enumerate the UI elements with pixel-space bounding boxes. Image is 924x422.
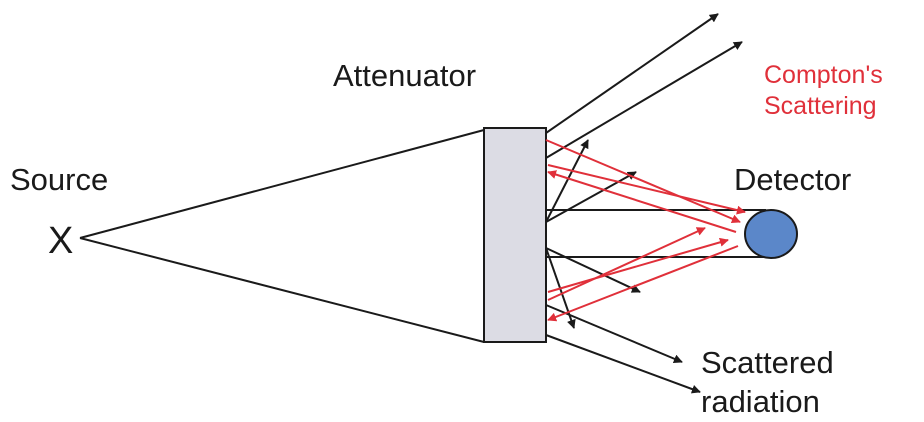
compton-ray-upper-mid xyxy=(547,164,746,215)
scattered-rays xyxy=(545,13,743,394)
compton-ray-upper-in xyxy=(545,139,741,223)
escaping-ray-upper-1 xyxy=(545,13,719,134)
scatter-ray-a xyxy=(545,139,589,223)
compton-ray-lower-in xyxy=(547,245,739,322)
compton-label-line2: Scattering xyxy=(764,92,877,120)
scatter-ray-b xyxy=(545,171,637,223)
detector-collimator xyxy=(546,209,766,258)
compton-rays xyxy=(545,139,746,322)
compton-ray-lower-mid xyxy=(547,237,729,293)
escaping-ray-upper-2 xyxy=(545,41,743,159)
compton-label-line1: Compton's xyxy=(764,61,883,89)
escaping-ray-lower-1 xyxy=(545,304,683,364)
source-marker: X xyxy=(48,220,73,262)
source-label: Source xyxy=(10,162,108,197)
primary-beam-cone xyxy=(79,129,485,343)
scattered-radiation-label-line2: radiation xyxy=(701,384,820,419)
detector-label: Detector xyxy=(734,162,851,197)
escaping-ray-lower-2 xyxy=(545,334,701,394)
scattered-radiation-label-line1: Scattered xyxy=(701,345,834,380)
scatter-ray-c xyxy=(545,247,641,293)
attenuator-label: Attenuator xyxy=(333,58,476,93)
compton-ray-upper-back xyxy=(547,170,737,233)
compton-ray-lower-out xyxy=(547,227,706,301)
detector-disc xyxy=(744,209,798,259)
attenuator-block xyxy=(483,127,547,343)
